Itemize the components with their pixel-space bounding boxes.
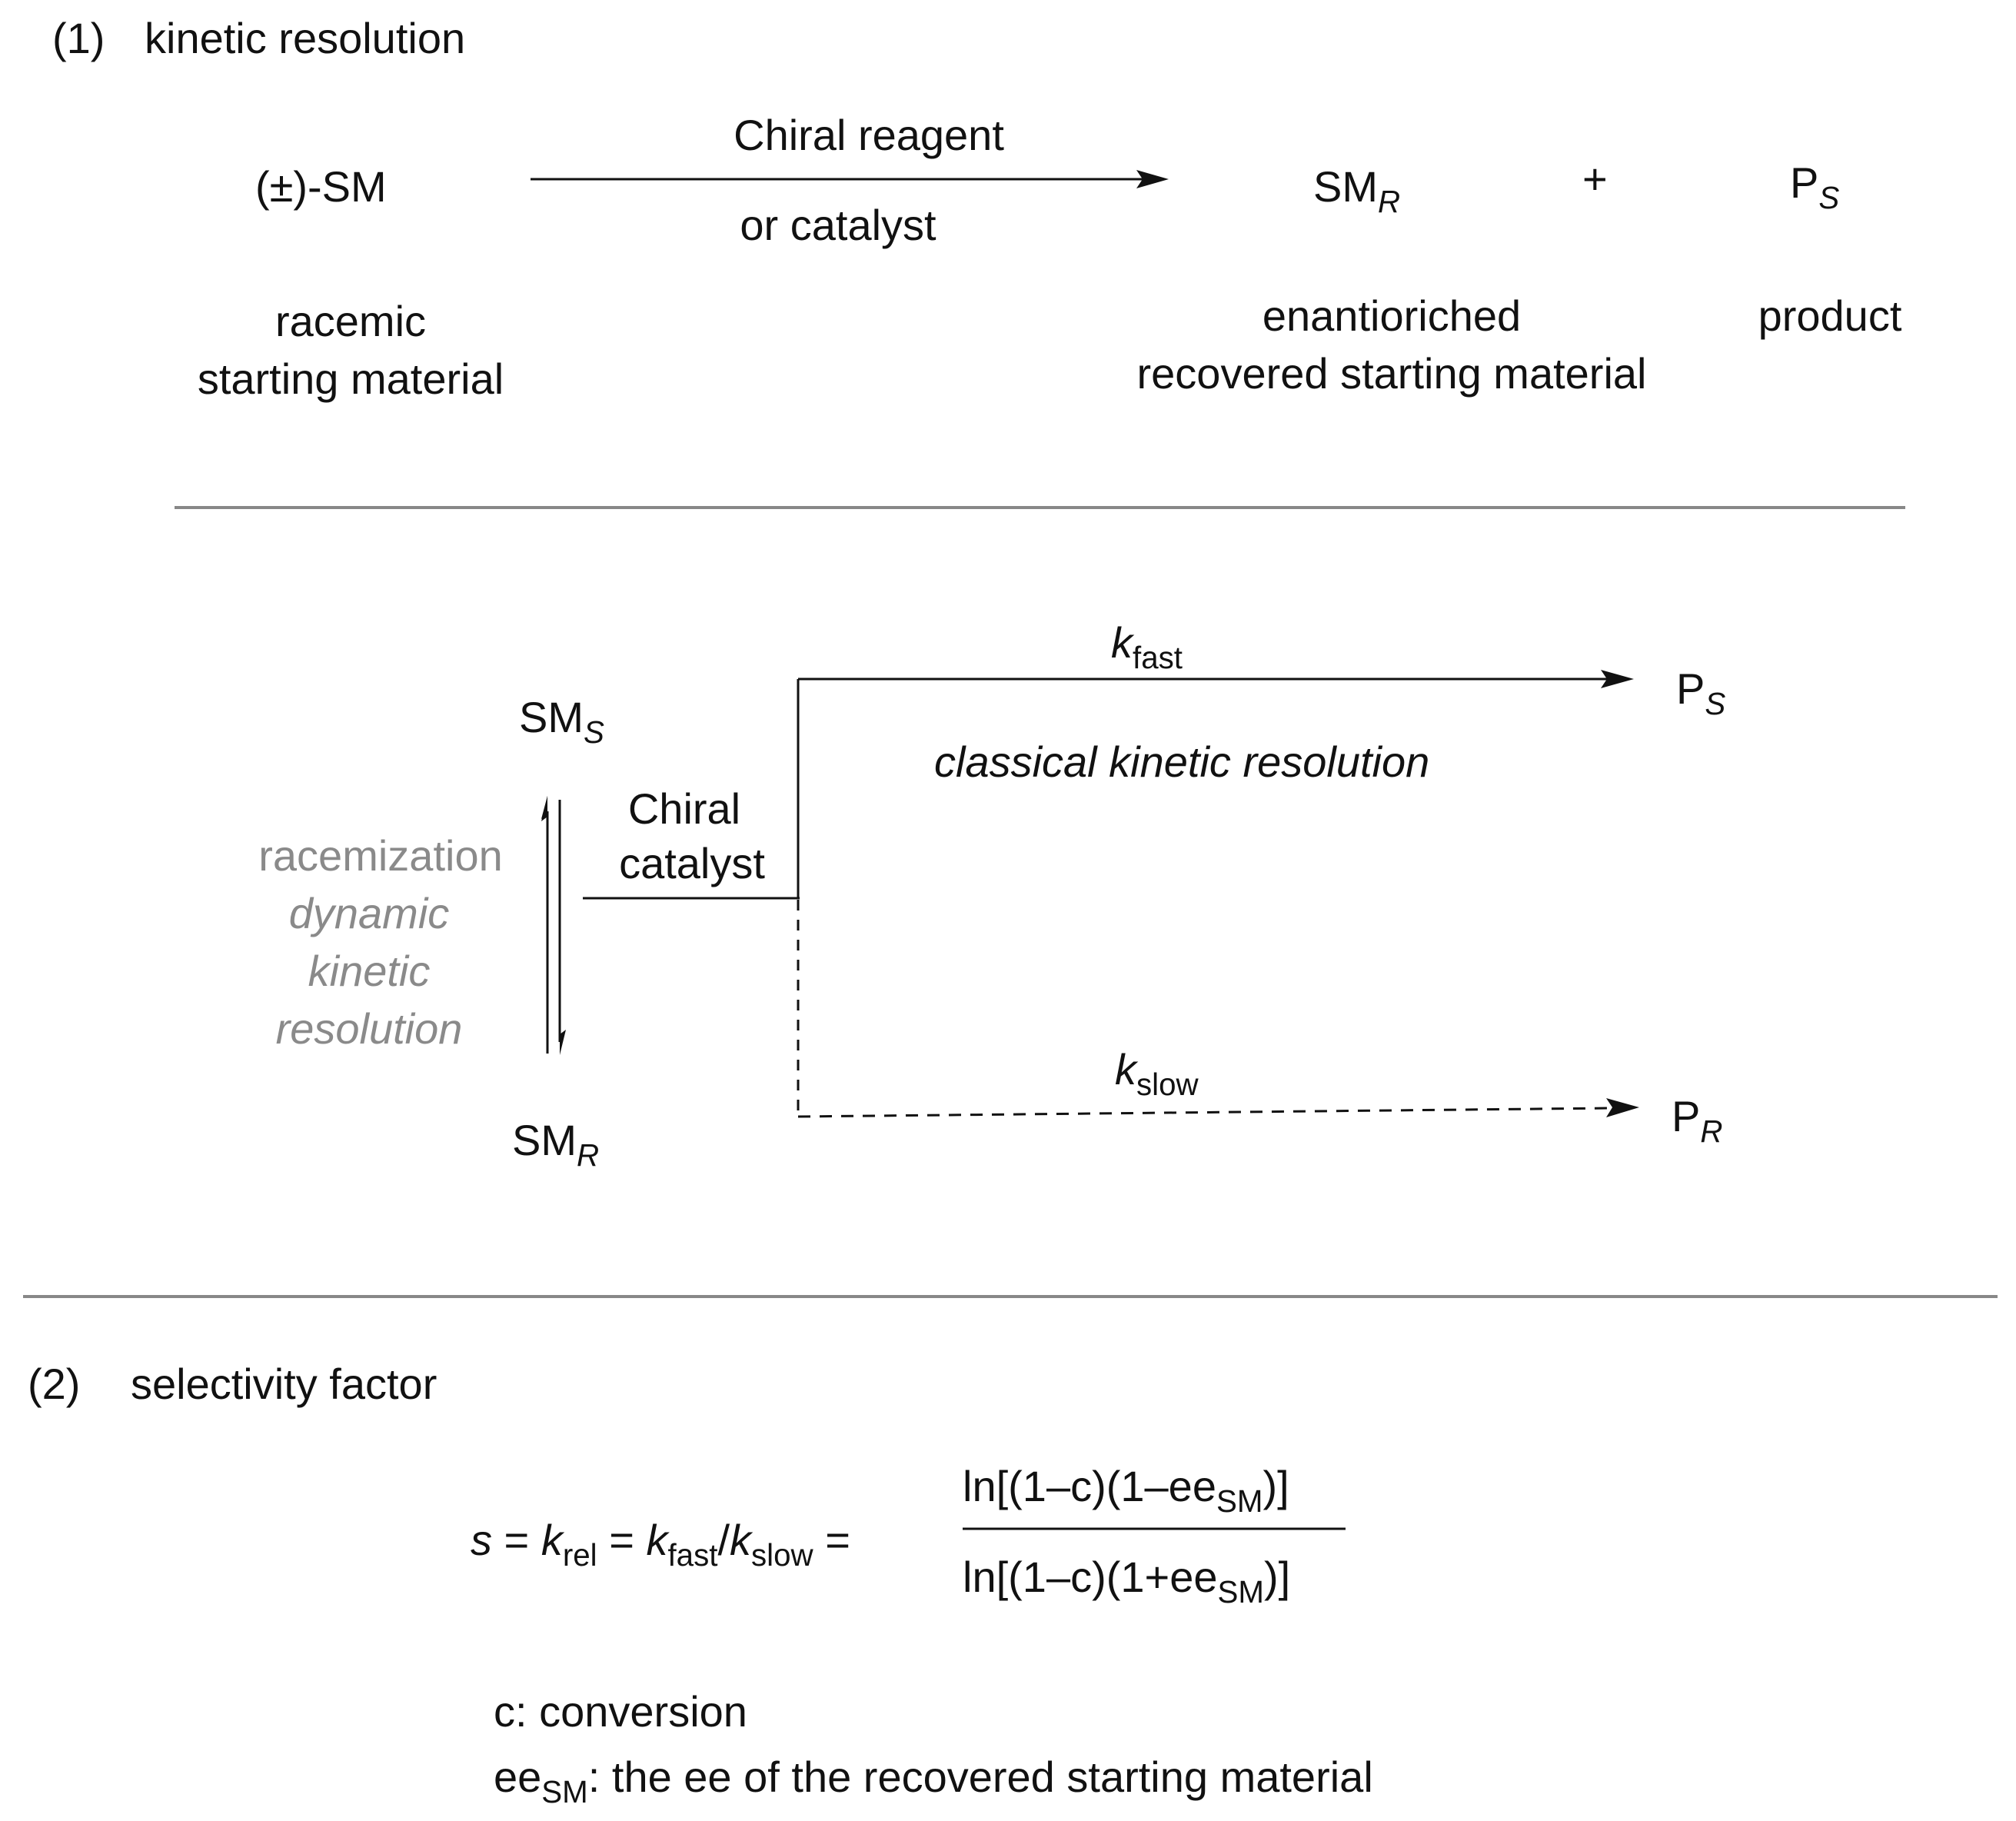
catalyst-line2: catalyst: [619, 839, 765, 887]
reactant-label: (±)-SM: [255, 162, 387, 211]
section-1-number: (1): [52, 14, 105, 62]
k-fast-label: kfast: [1111, 618, 1183, 676]
catalyst-branch: [583, 670, 1634, 900]
catalyst-line1: Chiral: [627, 784, 741, 833]
slow-branch: [797, 900, 1639, 1118]
product1-caption-line1: enantioriched: [1262, 291, 1522, 340]
section-2-title: selectivity factor: [131, 1360, 437, 1408]
equilibrium-arrows: [541, 796, 566, 1055]
sm-s-label: SMS: [519, 693, 604, 751]
classical-kr-label: classical kinetic resolution: [934, 737, 1430, 786]
p-s-label: PS: [1676, 664, 1726, 722]
reactant-caption-line2: starting material: [197, 355, 504, 403]
plus-sign: +: [1582, 155, 1608, 203]
dkr-line1: dynamic: [288, 889, 450, 937]
definition-ee: eeSM: the ee of the recovered starting m…: [494, 1753, 1373, 1810]
fraction-numerator: ln[(1–c)(1–eeSM)]: [963, 1462, 1289, 1520]
reaction-arrow: [531, 170, 1169, 188]
product1-caption-line2: recovered starting material: [1136, 349, 1647, 398]
definition-c: c: conversion: [494, 1687, 747, 1736]
product-sm-r: SMR: [1313, 162, 1401, 220]
dkr-line3: resolution: [275, 1004, 463, 1053]
selectivity-equation: s = krel = kfast/kslow =: [471, 1516, 850, 1573]
reagent-bottom-label: or catalyst: [740, 201, 936, 249]
reactant-caption-line1: racemic: [274, 297, 427, 345]
racemization-label: racemization: [258, 831, 503, 880]
p-r-label: PR: [1672, 1092, 1723, 1150]
sm-r-label: SMR: [512, 1116, 600, 1173]
product2-caption: product: [1758, 291, 1902, 340]
product-p-s: PS: [1790, 158, 1840, 216]
k-slow-label: kslow: [1115, 1045, 1199, 1103]
fraction-denominator: ln[(1–c)(1+eeSM)]: [963, 1553, 1291, 1610]
section-1-title: kinetic resolution: [145, 14, 466, 62]
reagent-top-label: Chiral reagent: [734, 111, 1004, 159]
section-2-number: (2): [28, 1360, 81, 1408]
dkr-line2: kinetic: [308, 947, 431, 995]
